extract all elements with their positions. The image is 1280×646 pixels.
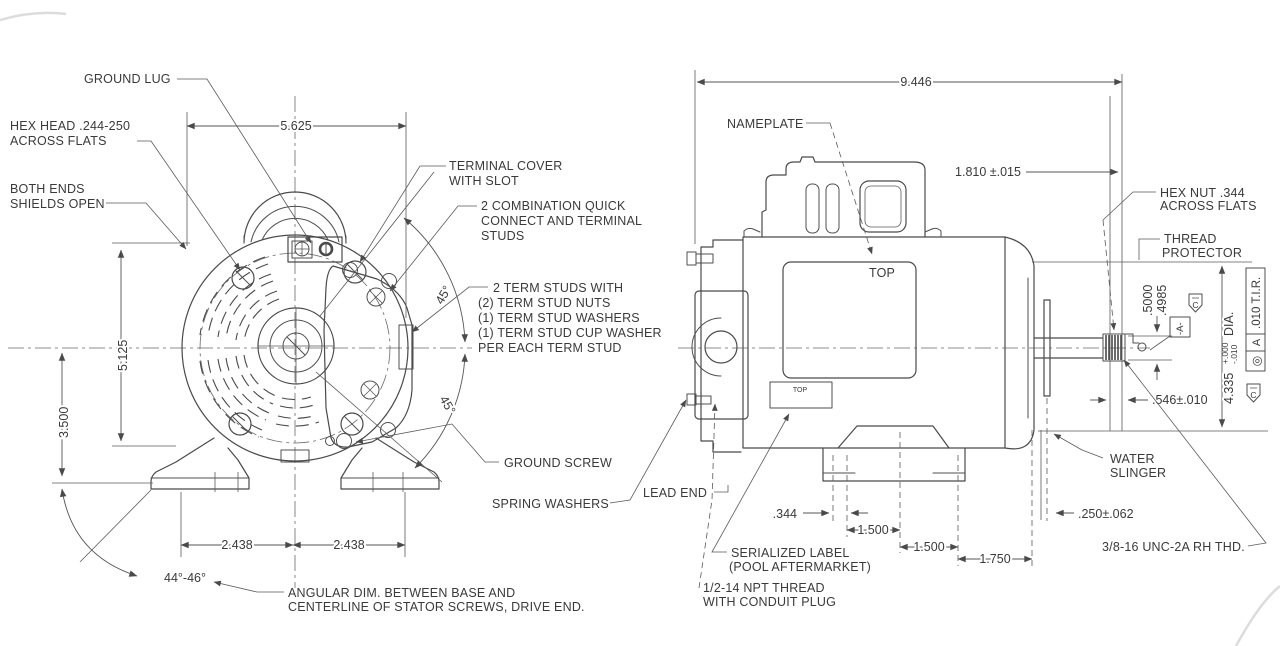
dim-4335: 4.335 <box>1222 373 1236 404</box>
label-hex-nut-2: ACROSS FLATS <box>1160 199 1257 213</box>
label-npt-1: 1/2-14 NPT THREAD <box>703 581 825 595</box>
dim-1750: 1.750 <box>979 552 1010 566</box>
corner-swoosh-top-left <box>0 11 67 22</box>
label-thread-protector-2: PROTECTOR <box>1162 246 1242 260</box>
dim-9446: 9.446 <box>900 75 931 89</box>
thread-protector-clip <box>1125 333 1140 344</box>
label-terminal-cover-2: WITH SLOT <box>449 174 519 188</box>
dim-2438-right: 2.438 <box>333 538 364 552</box>
bolt-circle <box>199 252 391 444</box>
dim-shaft-dia-lower: .4985 <box>1155 285 1169 316</box>
label-thread-protector-1: THREAD <box>1164 232 1217 246</box>
shaft-hub <box>257 307 335 385</box>
nameplate-outline <box>782 261 917 379</box>
side-view: TOP TOP <box>678 70 1268 609</box>
label-serialized-2: (POOL AFTERMARKET) <box>729 560 871 574</box>
label-term-studs-3: (1) TERM STUD WASHERS <box>478 311 640 325</box>
label-term-studs-4: (1) TERM STUD CUP WASHER <box>478 326 662 340</box>
dim-2438-left: 2.438 <box>221 538 252 552</box>
vent-slots <box>199 256 320 438</box>
dim-1500-b: 1.500 <box>913 540 944 554</box>
dim-shaft-dia-upper: .5000 <box>1141 285 1155 316</box>
drive-end-bell <box>1004 236 1035 450</box>
angle-dimension-44-46: 44°-46° <box>59 488 208 587</box>
label-both-ends-1: BOTH ENDS <box>10 182 85 196</box>
label-hex-head-2: ACROSS FLATS <box>10 134 107 148</box>
label-terminal-cover-1: TERMINAL COVER <box>449 159 562 173</box>
conduit-hole <box>704 330 738 364</box>
datum-flag-c2: C <box>1246 383 1261 403</box>
label-angular-note-2: CENTERLINE OF STATOR SCREWS, DRIVE END. <box>288 600 585 614</box>
dim-4335-tol-minus: -.010 <box>1229 344 1239 364</box>
feature-control-frame: ◎ A .010 T.I.R. <box>1245 267 1266 372</box>
dim-4335-group: 4.335 +.000 -.010 DIA. <box>1220 310 1239 406</box>
dim-546: .546±.010 <box>1152 393 1208 407</box>
dim-44-46: 44°-46° <box>164 571 206 585</box>
label-ground-screw: GROUND SCREW <box>504 456 612 470</box>
dim-344: .344 <box>773 507 797 521</box>
datum-flag-c1-text: C <box>1192 300 1198 310</box>
dim-1500-a: 1.500 <box>857 523 888 537</box>
label-combo-studs-2: CONNECT AND TERMINAL <box>481 214 642 228</box>
label-hex-nut-1: HEX NUT .344 <box>1160 186 1245 200</box>
nameplate-top-text: TOP <box>869 266 895 280</box>
dim-250: .250±.062 <box>1078 507 1134 521</box>
datum-flag-c1: C <box>1188 293 1203 313</box>
dim-5625: 5.625 <box>280 119 311 133</box>
label-both-ends-2: SHIELDS OPEN <box>10 197 105 211</box>
label-nameplate: NAMEPLATE <box>727 117 804 131</box>
label-thread-note: 3/8-16 UNC-2A RH THD. <box>1102 540 1245 554</box>
datum-a-symbol: -A- <box>1149 316 1191 351</box>
dim-5125: 5.125 <box>116 340 130 371</box>
threaded-shaft-end <box>1102 333 1126 362</box>
datum-a-text: -A- <box>1175 322 1186 335</box>
front-end-view: 5.625 5.125 3.500 2.438 2.438 45° 45° <box>8 72 729 614</box>
label-term-studs-5: PER EACH TERM STUD <box>478 341 622 355</box>
terminal-cover-side <box>743 156 942 238</box>
label-term-studs-2: (2) TERM STUD NUTS <box>478 296 611 310</box>
dim-4335-suffix: DIA. <box>1222 312 1236 336</box>
fcf-datum: A <box>1251 338 1263 346</box>
label-term-studs-1: 2 TERM STUDS WITH <box>493 281 623 295</box>
dim-3500: 3.500 <box>57 407 71 438</box>
label-npt-2: WITH CONDUIT PLUG <box>703 595 836 609</box>
shaft-assembly <box>1033 299 1147 521</box>
label-spring-washers: SPRING WASHERS <box>492 497 609 511</box>
label-water-slinger-2: SLINGER <box>1110 466 1166 480</box>
ground-lug <box>287 236 343 263</box>
dim-1810: 1.810 ±.015 <box>955 165 1021 179</box>
dim-45-upper: 45° <box>433 283 455 306</box>
serialized-label-top-text: TOP <box>793 387 808 394</box>
label-ground-lug: GROUND LUG <box>84 72 171 86</box>
corner-swoosh-bottom-right <box>1234 585 1280 646</box>
dim-45-lower: 45° <box>437 393 459 416</box>
label-combo-studs-1: 2 COMBINATION QUICK <box>481 199 626 213</box>
lead-end-bracket <box>686 239 749 453</box>
dim-4335-tol-plus: +.000 <box>1220 342 1230 364</box>
label-serialized-1: SERIALIZED LABEL <box>731 546 850 560</box>
fcf-concentricity-icon: ◎ <box>1250 356 1264 366</box>
water-slinger-disc <box>1043 299 1051 397</box>
datum-flag-c2-text: C <box>1250 390 1256 400</box>
terminal-plate <box>323 262 414 449</box>
serialized-label-outline <box>769 381 833 409</box>
base-foot-side <box>822 425 966 482</box>
label-lead-end: LEAD END <box>643 486 707 500</box>
label-combo-studs-3: STUDS <box>481 229 524 243</box>
fcf-value: .010 T.I.R. <box>1251 277 1263 329</box>
label-water-slinger-1: WATER <box>1110 452 1155 466</box>
label-angular-note-1: ANGULAR DIM. BETWEEN BASE AND <box>288 586 515 600</box>
motor-shell-circle <box>181 234 409 462</box>
motor-body <box>742 236 1006 449</box>
label-hex-head-1: HEX HEAD .244-250 <box>10 119 130 133</box>
